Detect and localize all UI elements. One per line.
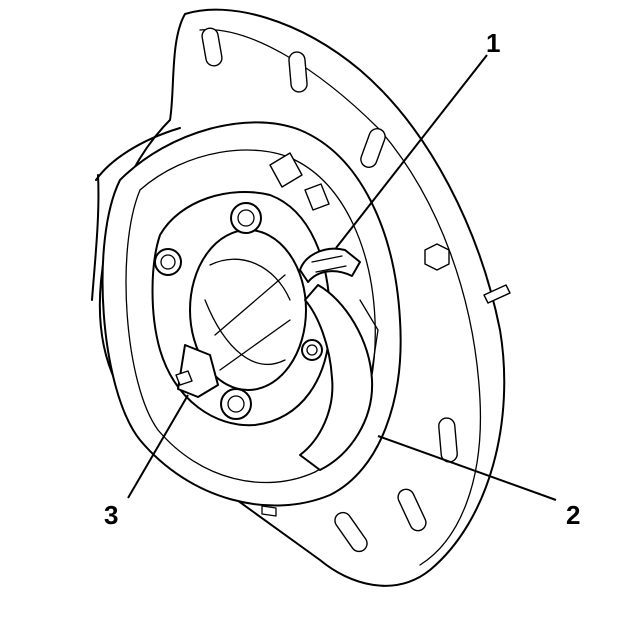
bolt	[301, 339, 323, 361]
mounting-slot	[288, 51, 308, 93]
bolt	[220, 388, 252, 420]
bolt	[154, 248, 182, 276]
callout-1: 1	[486, 28, 500, 58]
mounting-slot	[438, 417, 458, 463]
callout-2-leader	[377, 435, 557, 501]
locating-pin	[483, 284, 511, 304]
callout-2: 2	[566, 500, 580, 530]
adjuster-spring	[269, 152, 361, 283]
callout-1-leader	[335, 54, 488, 249]
mounting-slot	[201, 27, 223, 67]
anchor-block	[175, 344, 219, 398]
shoe-lining	[299, 284, 379, 471]
mounting-slot	[360, 128, 386, 168]
callout-3-leader	[127, 394, 189, 499]
bolt	[230, 202, 262, 234]
hex-stud	[424, 243, 450, 271]
mounting-slot	[334, 511, 368, 553]
mounting-slot	[397, 488, 427, 532]
callout-3: 3	[104, 500, 118, 530]
